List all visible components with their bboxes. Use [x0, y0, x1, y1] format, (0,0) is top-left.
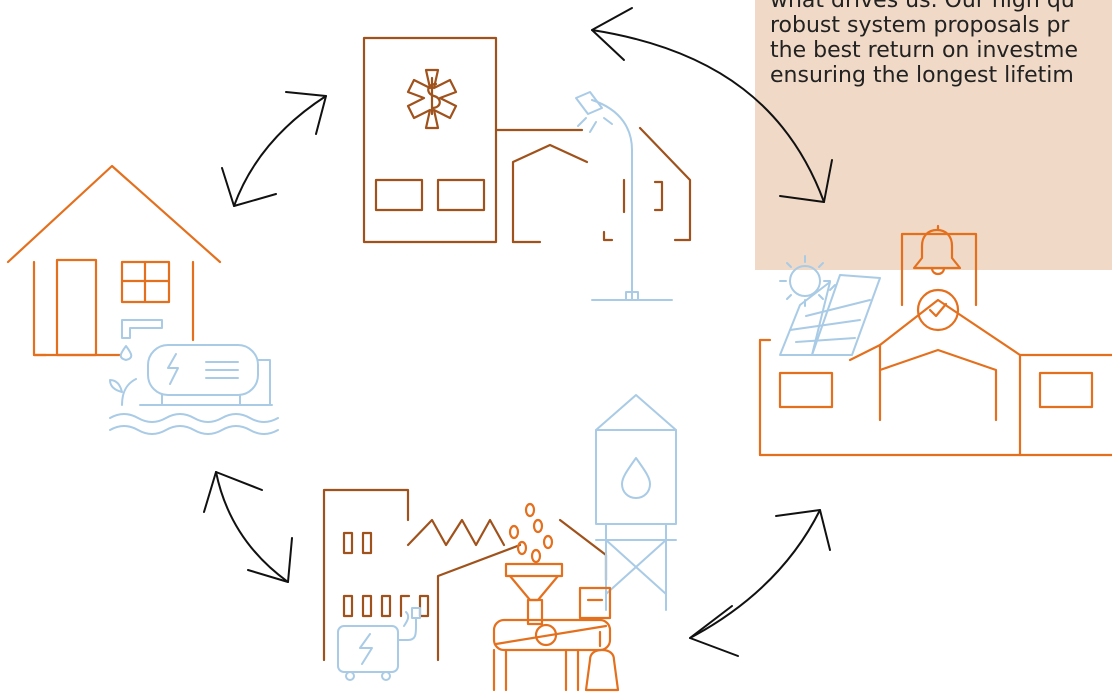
- panel-text: what drives us. Our high qu robust syste…: [770, 0, 1112, 88]
- water-pump-icon: [109, 319, 279, 435]
- grain-mill-icon: [492, 502, 620, 692]
- panel-text-line: what drives us. Our high qu: [770, 0, 1075, 13]
- generator-icon: [337, 607, 421, 681]
- text-panel: [755, 0, 1112, 270]
- arrow-house-factory: [203, 471, 293, 583]
- solar-panel-icon: [779, 255, 881, 356]
- factory-icon: [322, 488, 608, 662]
- panel-text-line: ensuring the longest lifetim: [770, 63, 1074, 88]
- arrow-clinic-school: [591, 7, 833, 203]
- health-clinic-icon: [362, 36, 692, 244]
- streetlight-icon: [575, 91, 673, 301]
- arrow-house-clinic: [221, 91, 327, 207]
- house-icon: [6, 164, 222, 357]
- panel-text-line: the best return on investme: [770, 38, 1078, 63]
- water-tower-icon: [595, 394, 677, 611]
- panel-text-line: robust system proposals pr: [770, 13, 1070, 38]
- school-icon: [758, 224, 1112, 457]
- arrow-factory-school: [689, 509, 831, 657]
